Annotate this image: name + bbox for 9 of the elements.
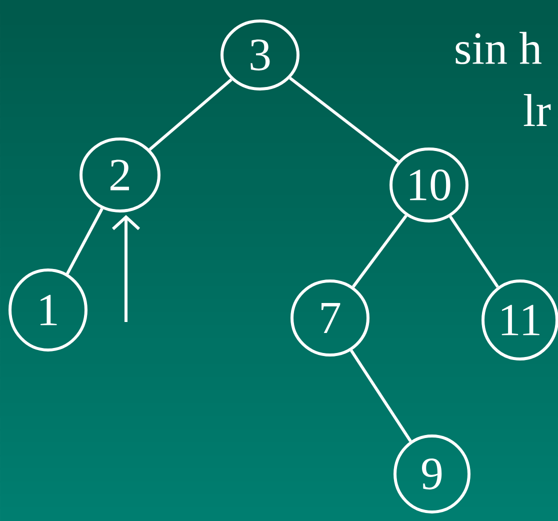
tree-edge: [350, 350, 412, 442]
tree-edge: [66, 208, 104, 274]
text-label: lr: [524, 94, 551, 126]
text-label: sin h: [456, 32, 542, 64]
tree-edge: [289, 76, 400, 163]
tree-edge: [148, 78, 232, 151]
arrow: [112, 215, 140, 322]
tree-edge: [449, 216, 499, 288]
tree-edge: [352, 214, 408, 288]
